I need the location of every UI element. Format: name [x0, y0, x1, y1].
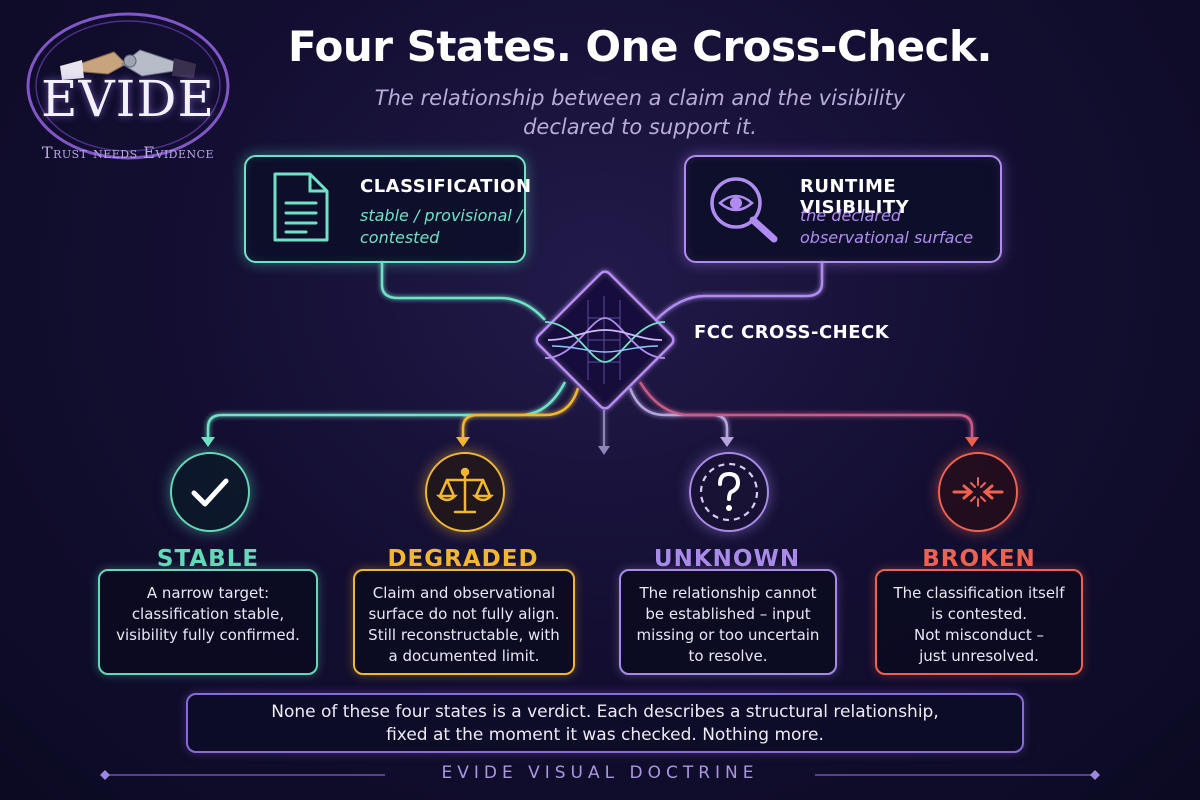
scales-icon [425, 452, 505, 532]
classification-box: CLASSIFICATION stable / provisional / co… [244, 155, 531, 263]
classification-desc-line-2: contested [360, 228, 440, 247]
footer-note: None of these four states is a verdict. … [186, 693, 1024, 753]
doctrine-label: EVIDE VISUAL DOCTRINE [441, 763, 759, 783]
checkmark-icon [170, 452, 250, 532]
logo-emblem-icon [26, 12, 230, 160]
runtime-connector [655, 260, 824, 321]
degraded-arrowhead [456, 437, 470, 447]
degraded-desc-line-1: Claim and observational [372, 584, 556, 602]
stable-connector [206, 381, 567, 440]
state-broken-label: BROKEN [922, 546, 1036, 572]
stable-desc-line-2: classification stable, [131, 605, 285, 623]
broken-arrowhead [965, 437, 979, 447]
runtime-visibility-box: RUNTIME VISIBILITY the declared observat… [684, 155, 1002, 263]
document-icon [273, 172, 329, 242]
runtime-desc-line-2: observational surface [800, 228, 974, 247]
question-icon [689, 452, 769, 532]
state-degraded-label: DEGRADED [387, 546, 539, 572]
footer-divider [100, 770, 1100, 780]
subtitle-line-2: declared to support it. [523, 115, 757, 139]
state-unknown-description: The relationship cannot be established –… [619, 569, 837, 675]
footer-note-line-1: None of these four states is a verdict. … [271, 702, 939, 722]
degraded-desc-line-2: surface do not fully align. [368, 605, 560, 623]
runtime-visibility-title: RUNTIME VISIBILITY [800, 176, 910, 218]
stable-arrowhead [201, 437, 215, 447]
broken-desc-line-4: just unresolved. [919, 647, 1039, 665]
footer-note-line-2: fixed at the moment it was checked. Noth… [386, 725, 824, 745]
state-stable-description: A narrow target: classification stable, … [98, 569, 318, 675]
unknown-branch-arrowhead [720, 437, 734, 447]
magnifier-eye-icon [710, 177, 778, 243]
classification-description: stable / provisional / contested [360, 205, 522, 249]
degraded-desc-line-4: a documented limit. [388, 647, 540, 665]
classification-title: CLASSIFICATION [360, 176, 532, 197]
state-stable-label: STABLE [156, 546, 260, 572]
converging-arrows-icon [938, 452, 1018, 532]
degraded-desc-line-3: Still reconstructable, with [368, 626, 560, 644]
page-subtitle: The relationship between a claim and the… [340, 84, 940, 142]
unknown-desc-line-2: be established – input [645, 605, 811, 623]
state-broken-description: The classification itself is contested. … [875, 569, 1083, 675]
broken-desc-line-2: is contested. [930, 605, 1027, 623]
crosscheck-label: FCC CROSS-CHECK [694, 322, 890, 343]
runtime-visibility-description: the declared observational surface [800, 205, 973, 249]
degraded-connector [461, 387, 580, 440]
unknown-desc-line-1: The relationship cannot [639, 584, 817, 602]
broken-desc-line-1: The classification itself [893, 584, 1065, 602]
unknown-desc-line-3: missing or too uncertain [636, 626, 820, 644]
stable-desc-line-3: visibility fully confirmed. [116, 626, 300, 644]
runtime-desc-line-1: the declared [800, 206, 901, 225]
broken-desc-line-3: Not misconduct – [914, 626, 1044, 644]
unknown-desc-line-4: to resolve. [688, 647, 768, 665]
stable-desc-line-1: A narrow target: [146, 584, 270, 602]
broken-connector [638, 381, 974, 440]
classification-desc-line-1: stable / provisional / [360, 206, 523, 225]
logo-wordmark: EVIDE [41, 70, 215, 128]
unknown-arrowhead [598, 446, 610, 455]
classification-connector [380, 260, 546, 321]
page-title: Four States. One Cross-Check. [288, 22, 992, 71]
subtitle-line-1: The relationship between a claim and the… [374, 86, 906, 110]
state-unknown-label: UNKNOWN [653, 546, 801, 572]
state-degraded-description: Claim and observational surface do not f… [353, 569, 575, 675]
logo-tagline: Trust needs Evidence [41, 143, 215, 162]
